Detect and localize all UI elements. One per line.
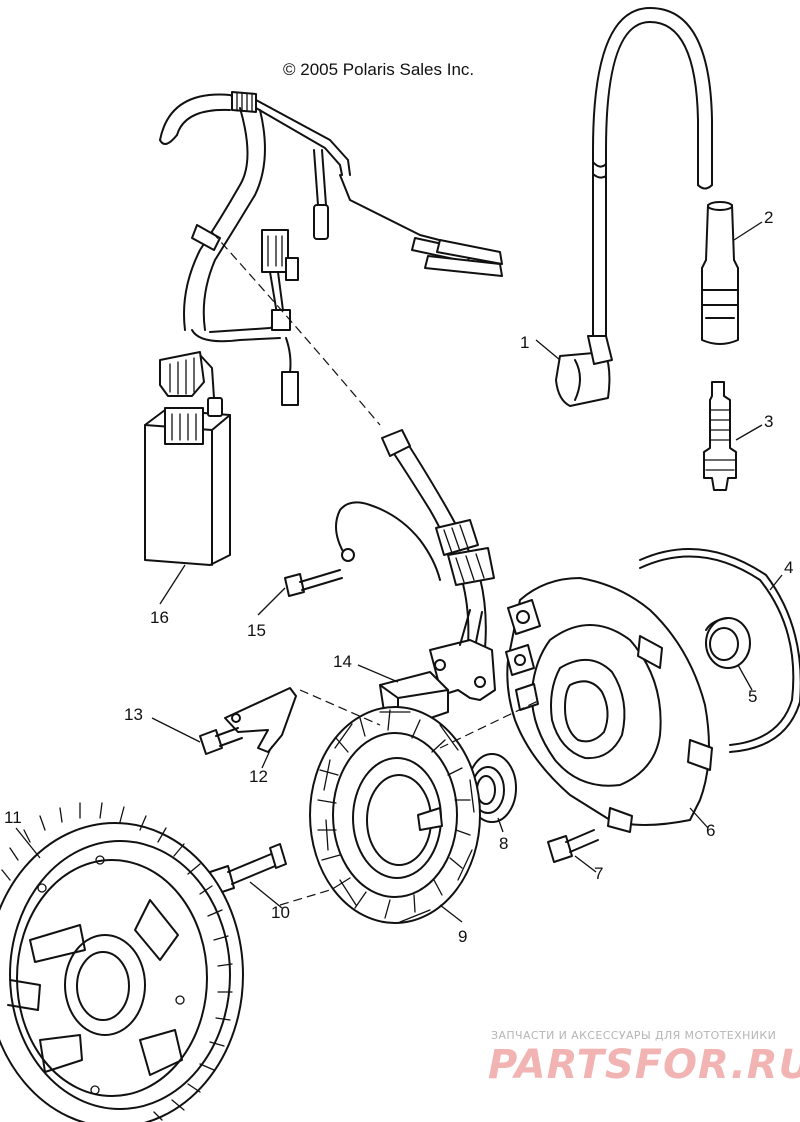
callout-6: 6 — [706, 821, 716, 840]
callout-8: 8 — [499, 834, 509, 853]
flywheel — [0, 802, 244, 1122]
leader-lines — [15, 221, 783, 923]
watermark-logo: PartsFor.ru — [488, 1042, 800, 1088]
callout-16: 16 — [150, 608, 169, 627]
callout-2: 2 — [764, 208, 774, 227]
crank-seal — [705, 617, 751, 669]
callout-1: 1 — [520, 333, 530, 352]
callout-15: 15 — [247, 621, 266, 640]
spark-plug — [703, 381, 737, 491]
callout-11: 11 — [4, 808, 22, 827]
stator-lead — [381, 429, 495, 649]
callout-3: 3 — [764, 412, 774, 431]
ground-screw — [284, 569, 343, 597]
wire-harness — [159, 91, 503, 417]
callout-5: 5 — [748, 687, 758, 706]
flywheel-bolt — [209, 843, 287, 895]
copyright-notice: © 2005 Polaris Sales Inc. — [283, 60, 475, 79]
callout-7: 7 — [594, 864, 604, 883]
callout-14: 14 — [333, 652, 352, 671]
callout-13: 13 — [124, 705, 143, 724]
ground-wire — [335, 501, 441, 581]
stator-housing — [505, 577, 713, 833]
spark-plug-cap — [701, 201, 739, 345]
ignition-coil-lead — [592, 7, 713, 351]
watermark-subtitle: ЗАПЧАСТИ И АКСЕССУАРЫ ДЛЯ МОТОТЕХНИКИ — [491, 1029, 777, 1042]
ignition-coil — [555, 335, 613, 407]
bracket-bolt — [199, 727, 243, 755]
o-ring — [639, 547, 800, 753]
callout-10: 10 — [271, 903, 290, 922]
mounting-bracket — [224, 687, 297, 753]
alignment-lines — [211, 231, 541, 906]
stator — [309, 706, 481, 924]
callout-4: 4 — [784, 558, 794, 577]
housing-bolt — [547, 829, 599, 863]
callout-9: 9 — [458, 927, 468, 946]
cdi-box — [144, 407, 231, 566]
callout-12: 12 — [249, 767, 268, 786]
